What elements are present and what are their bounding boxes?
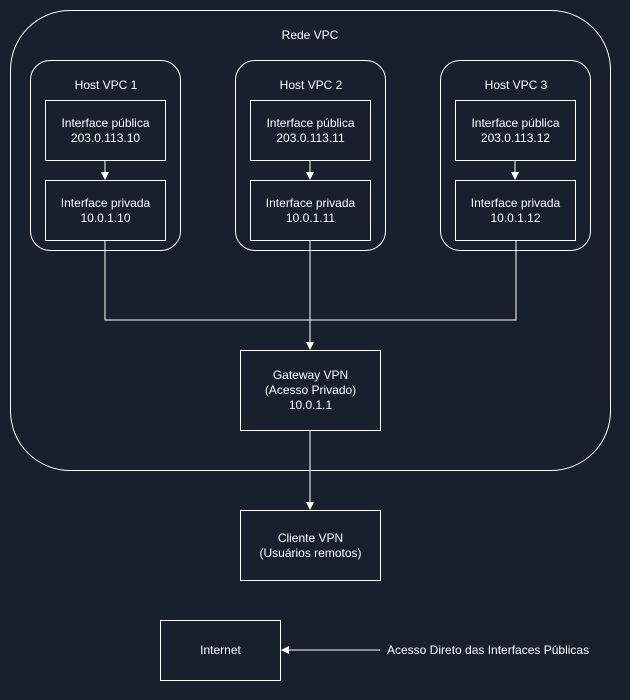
host-1-title: Host VPC 1 xyxy=(74,78,138,92)
host-2-public-interface: Interface pública 203.0.113.11 xyxy=(250,100,371,161)
host-2-public-ip: 203.0.113.11 xyxy=(276,130,345,145)
host-1-public-label: Interface pública xyxy=(61,115,150,130)
client-line-2: (Usuários remotos) xyxy=(259,545,362,560)
host-vpc-1 xyxy=(30,60,181,251)
host-3-private-label: Interface privada xyxy=(470,195,561,210)
internet-box: Internet xyxy=(160,620,281,681)
internet-label: Internet xyxy=(200,643,241,657)
host-1-public-interface: Interface pública 203.0.113.10 xyxy=(45,100,166,161)
client-vpn: Cliente VPN (Usuários remotos) xyxy=(240,510,381,581)
client-line-1: Cliente VPN xyxy=(277,530,344,545)
host-1-public-ip: 203.0.113.10 xyxy=(70,130,141,145)
gateway-line-3: 10.0.1.1 xyxy=(288,398,333,412)
host-3-public-interface: Interface pública 203.0.113.12 xyxy=(455,100,576,161)
connector-host3-to-bus xyxy=(310,240,517,321)
host-2-public-label: Interface pública xyxy=(266,115,355,130)
host-3-title: Host VPC 3 xyxy=(484,78,548,92)
host-2-private-interface: Interface privada 10.0.1.11 xyxy=(250,180,371,241)
internet-note: Acesso Direto das Interfaces Públicas xyxy=(387,643,590,657)
host-3-private-ip: 10.0.1.12 xyxy=(490,210,541,225)
host-2-private-ip: 10.0.1.11 xyxy=(285,210,336,225)
gateway-vpn: Gateway VPN (Acesso Privado) 10.0.1.1 xyxy=(240,350,381,431)
vpc-title: Rede VPC xyxy=(281,28,339,42)
host-3-public-ip: 203.0.113.12 xyxy=(480,130,551,145)
connector-host1-to-bus xyxy=(104,240,310,321)
gateway-line-2: (Acesso Privado) xyxy=(264,383,357,397)
host-vpc-2 xyxy=(235,60,386,251)
host-3-private-interface: Interface privada 10.0.1.12 xyxy=(455,180,576,241)
host-1-private-label: Interface privada xyxy=(60,195,151,210)
host-2-title: Host VPC 2 xyxy=(279,78,343,92)
vpc-region xyxy=(10,10,611,471)
host-vpc-3 xyxy=(440,60,591,251)
host-3-public-label: Interface pública xyxy=(471,115,560,130)
host-1-private-ip: 10.0.1.10 xyxy=(80,210,131,225)
host-2-private-label: Interface privada xyxy=(265,195,356,210)
gateway-line-1: Gateway VPN xyxy=(272,368,349,382)
host-1-private-interface: Interface privada 10.0.1.10 xyxy=(45,180,166,241)
